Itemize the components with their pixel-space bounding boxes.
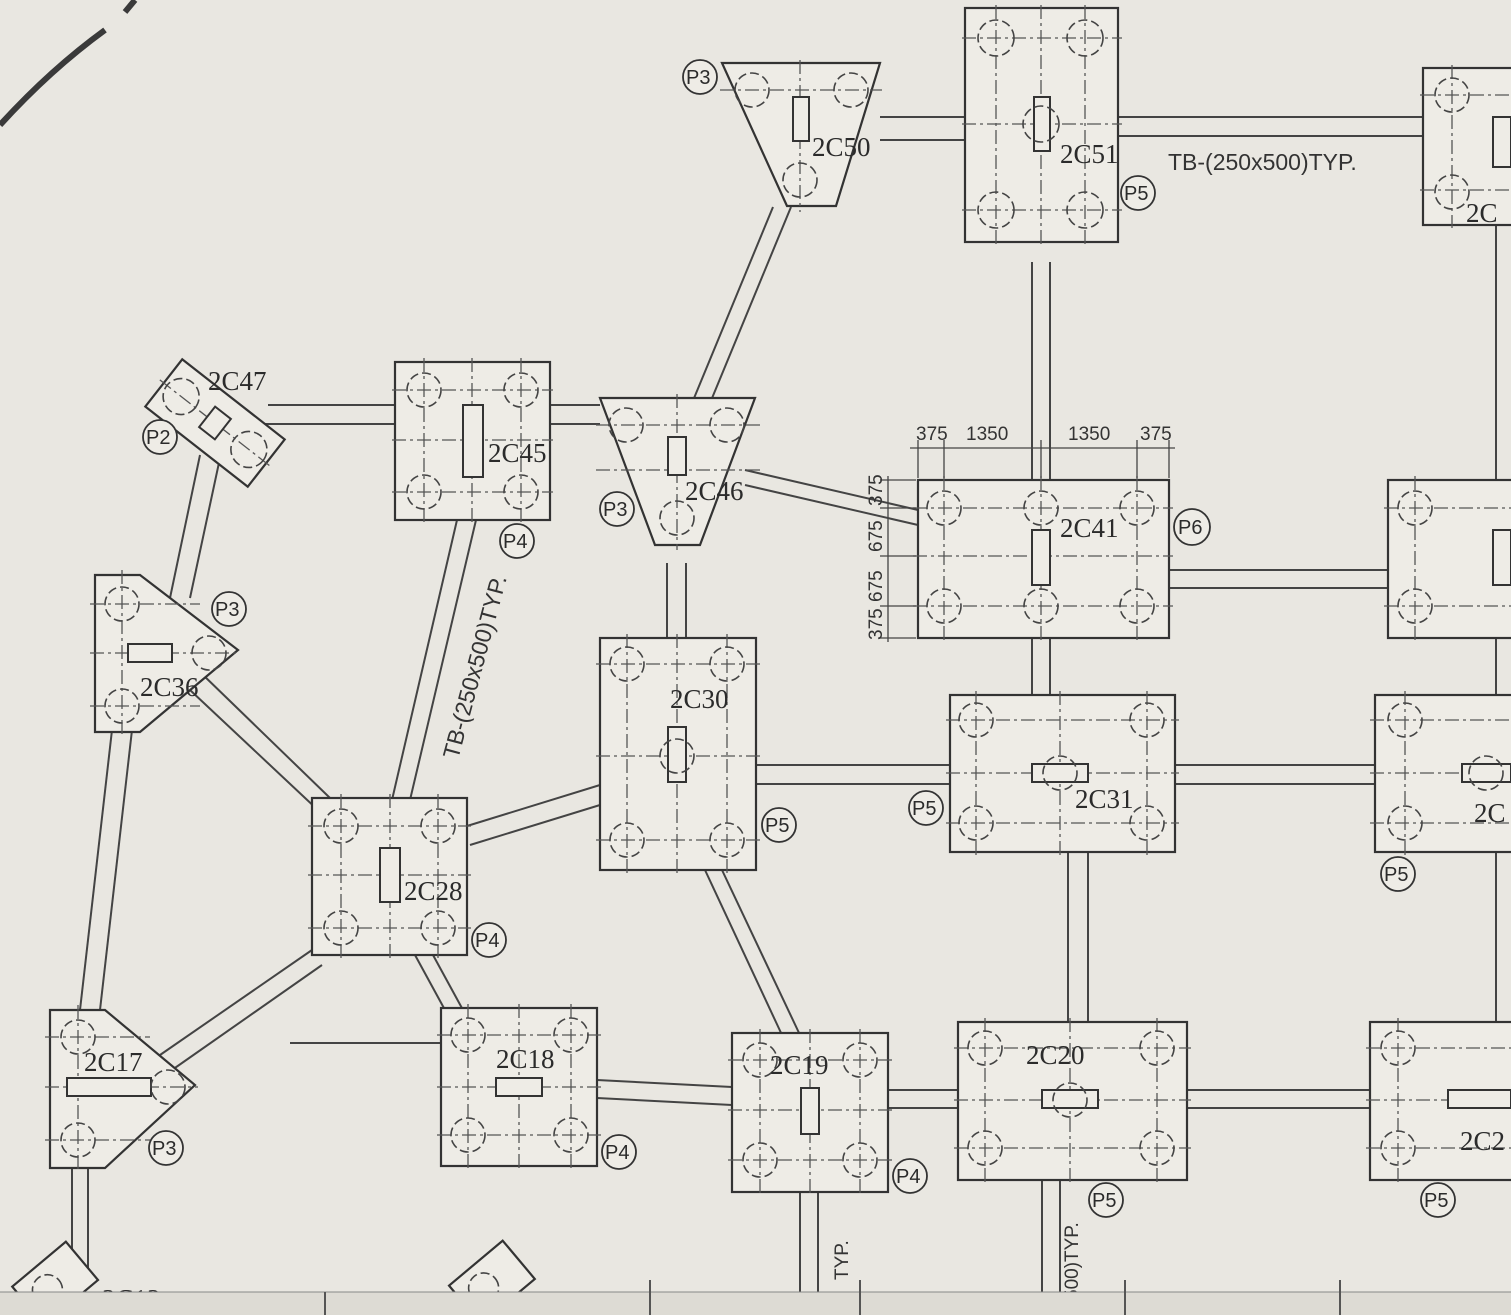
pile-cap-2C19: 2C19 P4 (728, 1029, 928, 1196)
pile-cap-edge-lower: 2C P5 (1370, 691, 1511, 892)
svg-text:P5: P5 (1124, 183, 1148, 205)
pile-cap-2C17: 2C17 P3 (45, 1005, 198, 1172)
partial-note-2: 500)TYP. (1062, 1222, 1083, 1300)
svg-text:2C30: 2C30 (670, 684, 729, 714)
svg-text:2C18: 2C18 (496, 1044, 555, 1074)
svg-text:2C28: 2C28 (404, 876, 463, 906)
pile-cap-2C46: 2C46 P3 (596, 394, 760, 550)
svg-text:P2: P2 (146, 427, 170, 449)
pile-cap-2C20: 2C20 P5 (954, 1018, 1191, 1218)
svg-text:2C36: 2C36 (140, 672, 199, 702)
dimension-top (910, 440, 1175, 478)
svg-text:2C17: 2C17 (84, 1047, 143, 1077)
svg-text:P5: P5 (1384, 864, 1408, 886)
pile-cap-edge-top: 2C (1420, 65, 1511, 228)
pile-cap-2C31: 2C31 P5 (908, 691, 1179, 856)
svg-text:2C45: 2C45 (488, 438, 547, 468)
svg-text:P5: P5 (1424, 1190, 1448, 1212)
svg-text:P6: P6 (1178, 517, 1202, 539)
svg-text:P4: P4 (475, 930, 499, 952)
pile-cap-2C36: 2C36 P3 (90, 570, 247, 736)
pile-cap-2C18: 2C18 P4 (437, 1004, 637, 1170)
svg-text:1350: 1350 (1068, 424, 1110, 445)
svg-text:675: 675 (866, 520, 887, 552)
pile-cap-2C50: 2C50 P3 (682, 59, 882, 212)
svg-text:2C46: 2C46 (685, 476, 744, 506)
pile-cap-edge-bottom: 2C2 P5 (1366, 1018, 1511, 1218)
svg-text:375: 375 (866, 608, 887, 640)
svg-text:2C: 2C (1466, 198, 1498, 228)
beam-note-vertical: TB-(250x500)TYP. (438, 572, 512, 761)
svg-text:2C31: 2C31 (1075, 784, 1134, 814)
svg-text:2C19: 2C19 (770, 1050, 829, 1080)
pile-cap-edge-middle (1384, 476, 1511, 642)
svg-text:675: 675 (866, 570, 887, 602)
svg-text:P3: P3 (215, 599, 239, 621)
svg-text:P4: P4 (896, 1166, 920, 1188)
svg-text:375: 375 (1140, 424, 1172, 445)
pile-cap-2C51: 2C51 P5 (962, 5, 1156, 246)
svg-text:2C41: 2C41 (1060, 513, 1119, 543)
beam-note: TB-(250x500)TYP. (1168, 149, 1357, 175)
svg-text:P3: P3 (603, 499, 627, 521)
partial-note-1: TYP. (832, 1240, 853, 1280)
svg-text:P3: P3 (686, 67, 710, 89)
svg-text:2C: 2C (1474, 798, 1506, 828)
svg-text:1350: 1350 (966, 424, 1008, 445)
svg-text:P4: P4 (503, 531, 527, 553)
svg-text:375: 375 (866, 474, 887, 506)
pile-cap-2C41: 2C41 P6 375 1350 1350 375 375 675 675 37… (866, 424, 1211, 642)
tie-beams (71, 116, 1497, 1315)
svg-text:2C20: 2C20 (1026, 1040, 1085, 1070)
arc-tick (122, 0, 138, 14)
svg-text:2C2: 2C2 (1460, 1126, 1505, 1156)
svg-text:P4: P4 (605, 1142, 629, 1164)
svg-text:P5: P5 (912, 798, 936, 820)
pile-cap-2C28: 2C28 P4 (308, 794, 507, 959)
svg-text:P3: P3 (152, 1138, 176, 1160)
pile-cap-2C45: 2C45 P4 (392, 358, 553, 559)
pile-cap-2C30: 2C30 P5 (596, 634, 797, 874)
svg-text:P5: P5 (765, 815, 789, 837)
svg-text:2C51: 2C51 (1060, 139, 1119, 169)
svg-text:375: 375 (916, 424, 948, 445)
pile-cap-2C47: 2C47 P2 (142, 357, 287, 489)
bottom-strip (0, 1280, 1511, 1315)
svg-text:P5: P5 (1092, 1190, 1116, 1212)
svg-text:2C47: 2C47 (208, 366, 267, 396)
arc-grid-line (0, 27, 107, 128)
svg-text:2C50: 2C50 (812, 132, 871, 162)
dimension-side (880, 476, 916, 642)
